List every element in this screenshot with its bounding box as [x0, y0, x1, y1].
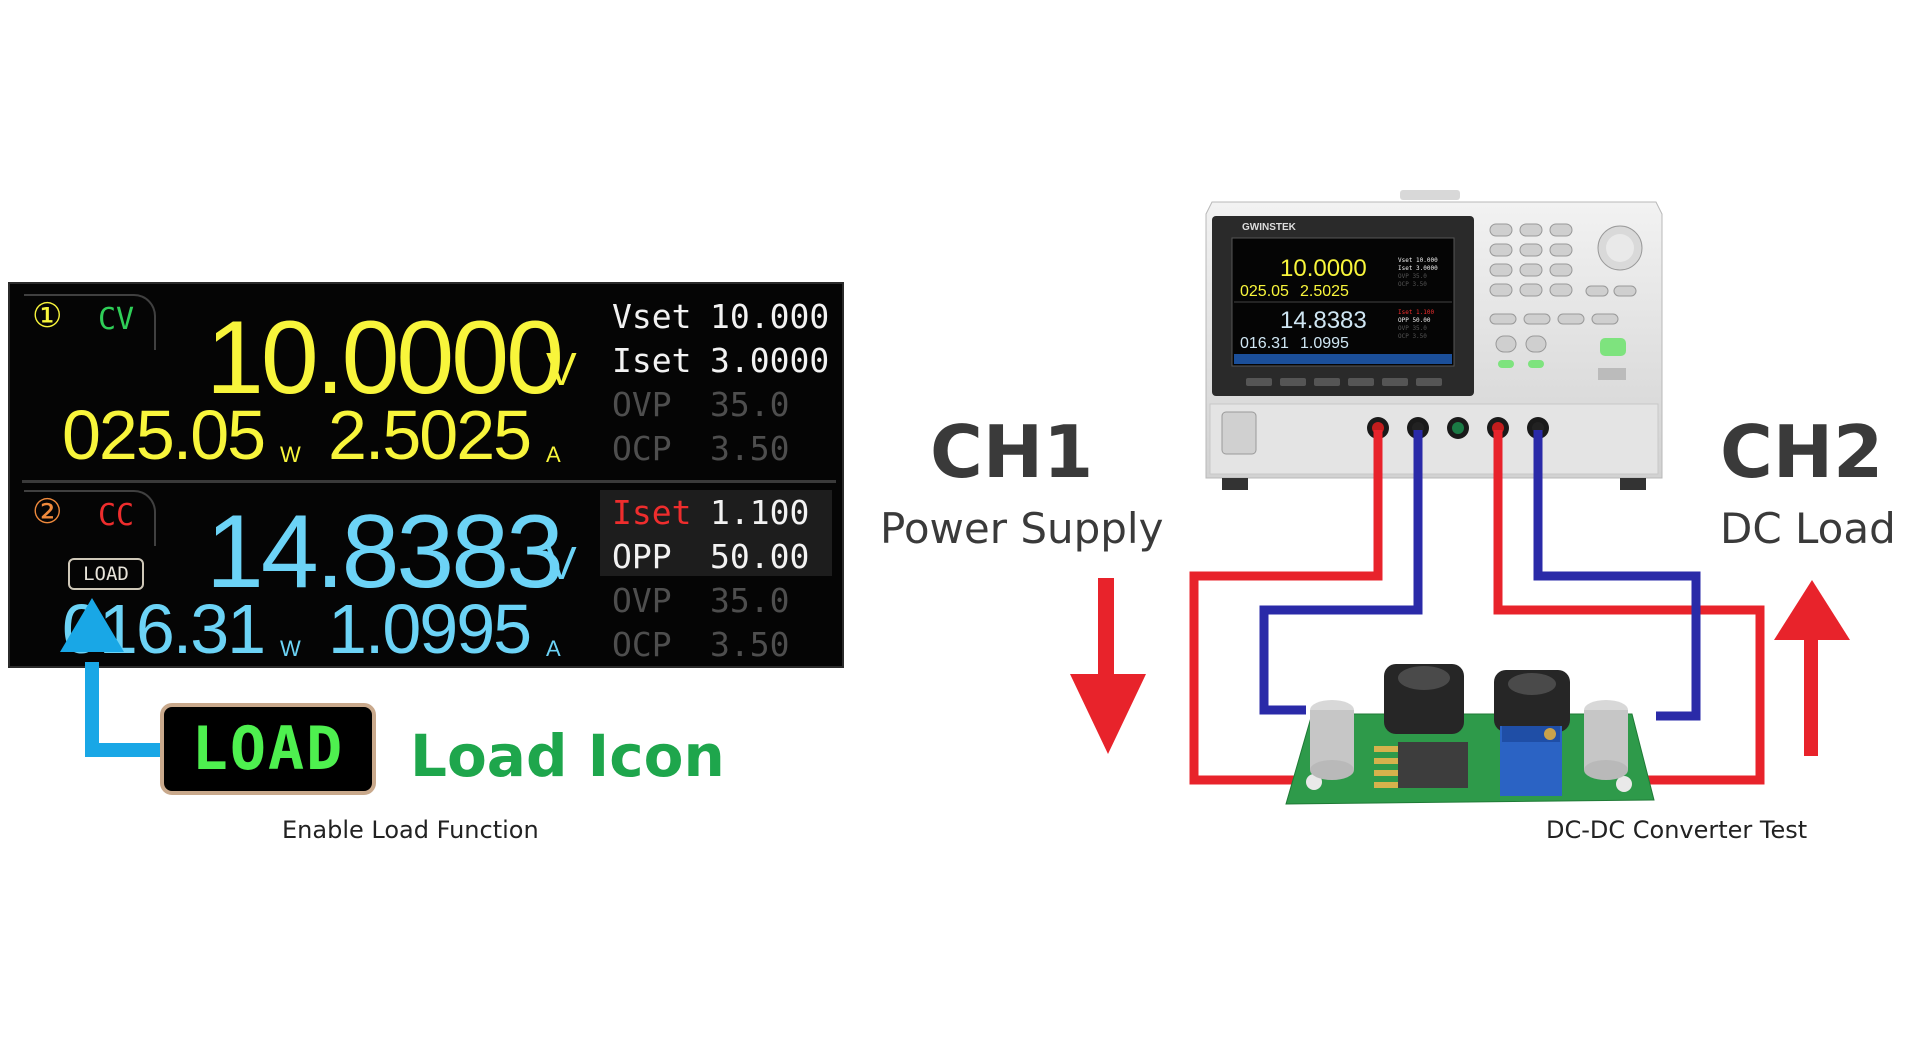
converter-caption: DC-DC Converter Test	[1546, 816, 1808, 844]
ch2-param-value: 3.50	[710, 625, 790, 664]
ch2-param-label: OCP	[612, 625, 672, 664]
ch1-current-unit: A	[546, 442, 561, 467]
ch1-param-label: Vset	[612, 297, 692, 336]
device-ch2-param: OVP 35.0	[1398, 325, 1427, 332]
ch2-param-value: 50.00	[710, 537, 810, 576]
ch1-current: 2.5025	[328, 396, 532, 474]
ch1-number: ①	[32, 296, 63, 336]
device-ch1-param: Vset 10.000	[1398, 257, 1438, 264]
ch1-power: 025.05	[62, 396, 266, 474]
ch2-blue-wire	[1533, 430, 1701, 721]
ch2-current: 1.0995	[328, 590, 532, 668]
ch1-red-wire	[1189, 430, 1383, 785]
ch2-subtitle: DC Load	[1720, 504, 1896, 553]
ch1-blue-wire	[1259, 430, 1423, 715]
ch2-voltage-unit: V	[546, 537, 577, 589]
ch1-param-value: 10.000	[710, 297, 830, 336]
device-ch2-param: OCP 3.50	[1398, 333, 1427, 340]
iset-highlight	[600, 490, 832, 576]
lcd-panel: ① CV 10.0000 V 025.05 W 2.5025 A Vset 10…	[8, 282, 844, 668]
device-ch1-power: 025.05	[1240, 283, 1289, 300]
dc-dc-converter-board	[1285, 664, 1655, 805]
ch1-tab	[24, 294, 156, 350]
ch1-param-value: 3.0000	[710, 341, 830, 380]
ch1-param-label: OVP	[612, 385, 672, 424]
ch2-mode: CC	[98, 498, 135, 533]
ch1-voltage-unit: V	[546, 343, 577, 395]
device-ch1-param: OVP 35.0	[1398, 273, 1427, 280]
ch2-tab	[24, 490, 156, 546]
ch2-current-unit: A	[546, 636, 561, 661]
ch1-param-label: Iset	[612, 341, 692, 380]
device-brand: GWINSTEK	[1242, 222, 1297, 233]
ch2-param-value: 1.100	[710, 493, 810, 532]
ch2-param-label: OVP	[612, 581, 672, 620]
ch2-param-value: 35.0	[710, 581, 790, 620]
device-screen: 10.0000 025.05 2.5025 Vset 10.000 Iset 3…	[1234, 255, 1452, 364]
device-ch1-voltage: 10.0000	[1280, 255, 1367, 282]
device-ch2-param: OPP 50.00	[1398, 317, 1431, 324]
wiring-diagram	[1189, 430, 1765, 785]
channel-divider	[22, 480, 836, 483]
ch2-number: ②	[32, 492, 63, 532]
ch2-red-wire	[1493, 430, 1765, 785]
ch2-param-label: Iset	[612, 493, 692, 532]
ch1-down-arrow-icon	[1070, 578, 1146, 754]
load-icon-title: Load Icon	[410, 722, 725, 790]
pointer-arrow-icon	[60, 598, 160, 757]
device-ch2-param: Iset 1.100	[1398, 309, 1435, 316]
device-ch1-param: Iset 3.0000	[1398, 265, 1438, 272]
load-icon-badge-text: LOAD	[168, 711, 368, 787]
ch1-mode: CV	[98, 302, 135, 337]
ch1-param-value: 3.50	[710, 429, 790, 468]
ch2-up-arrow-icon	[1774, 580, 1850, 756]
ch2-power-unit: W	[280, 636, 301, 661]
ch1-param-label: OCP	[612, 429, 672, 468]
device-output-buttons	[1495, 335, 1626, 380]
ch1-title: CH1	[930, 410, 1094, 494]
ch1-power-unit: W	[280, 442, 301, 467]
load-icon-caption: Enable Load Function	[282, 816, 539, 844]
device-ch1-current: 2.5025	[1300, 283, 1349, 300]
load-icon-badge: LOAD	[160, 703, 376, 795]
device-keypad	[1489, 223, 1637, 325]
ch1-subtitle: Power Supply	[880, 504, 1164, 553]
ch2-voltage: 14.8383	[206, 494, 564, 610]
power-supply-device: 10.0000 025.05 2.5025 Vset 10.000 Iset 3…	[1205, 190, 1663, 490]
ch2-param-label: OPP	[612, 537, 672, 576]
device-power-switch	[1221, 411, 1257, 455]
device-ch2-voltage: 14.8383	[1280, 307, 1367, 334]
device-softkeys	[1246, 378, 1442, 386]
device-ch2-power: 016.31	[1240, 335, 1289, 352]
ch1-param-value: 35.0	[710, 385, 790, 424]
device-ch2-current: 1.0995	[1300, 335, 1349, 352]
ch2-title: CH2	[1720, 410, 1884, 494]
ch1-voltage: 10.0000	[206, 300, 564, 416]
lcd-load-icon: LOAD	[68, 558, 144, 590]
device-ch1-param: OCP 3.50	[1398, 281, 1427, 288]
